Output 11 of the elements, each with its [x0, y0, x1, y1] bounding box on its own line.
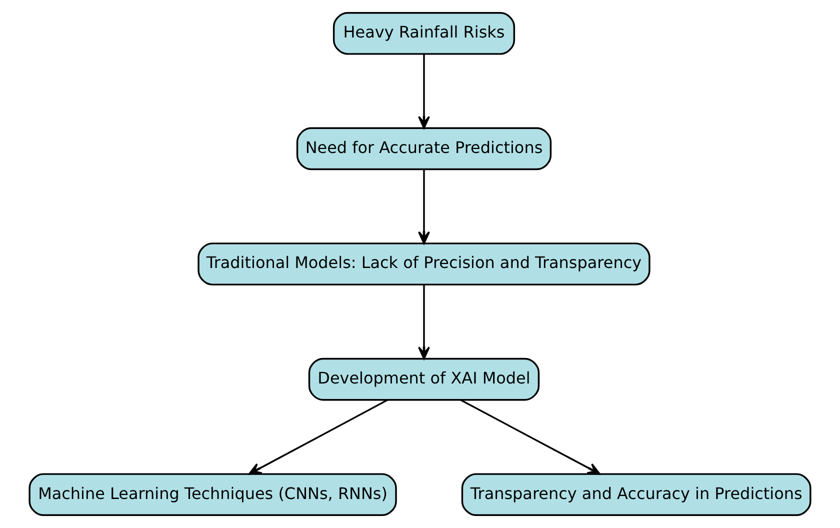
arrow — [418, 284, 430, 360]
node-box: Transparency and Accuracy in Predictions — [461, 473, 812, 516]
arrow — [418, 170, 430, 244]
arrow — [460, 399, 600, 475]
node-box: Development of XAI Model — [308, 358, 540, 401]
node-box: Machine Learning Techniques (CNNs, RNNs) — [28, 473, 397, 516]
node-box: Need for Accurate Predictions — [296, 127, 552, 170]
arrow — [418, 54, 430, 129]
node-box: Heavy Rainfall Risks — [332, 12, 516, 55]
arrow — [248, 399, 388, 475]
node-box: Traditional Models: Lack of Precision and Transparency — [198, 242, 650, 286]
